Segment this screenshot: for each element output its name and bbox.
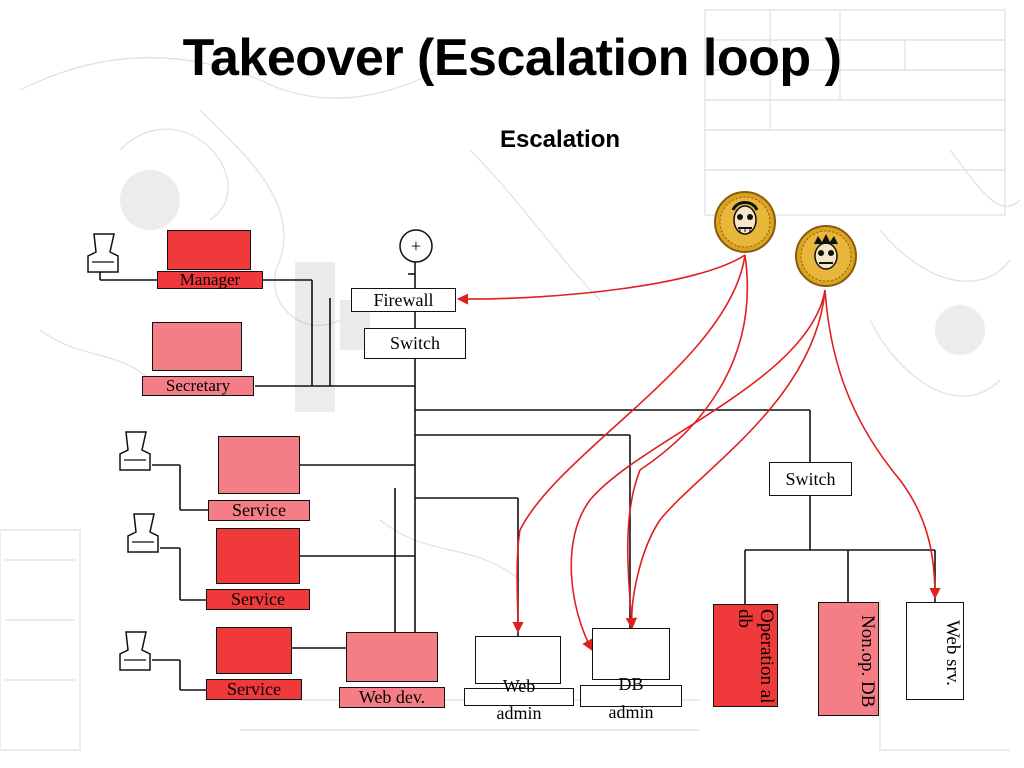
web-admin-keyboard	[464, 688, 574, 706]
secretary-label: Secretary	[142, 376, 254, 396]
manager-label: Manager	[157, 271, 263, 289]
db-admin-computer	[592, 628, 670, 680]
printer-icon	[119, 431, 151, 471]
manager-computer	[167, 230, 251, 270]
slide-title: Takeover (Escalation loop )	[182, 29, 842, 87]
db-admin-keyboard	[580, 685, 682, 707]
arrow-to-firewall	[456, 254, 746, 305]
plus-label: +	[410, 236, 422, 256]
slide-subtitle: Escalation	[499, 126, 621, 153]
web-admin-label-line2: admin	[496, 703, 542, 723]
arrow-to-db-admin-2	[570, 289, 826, 651]
switch-top-node: Switch	[364, 328, 466, 359]
db-admin-label-line1: DB	[618, 674, 644, 694]
printer-icon	[127, 513, 159, 553]
service-2-label: Service	[206, 589, 310, 610]
web-admin-computer	[475, 636, 561, 684]
db-admin-label-line2: admin	[608, 702, 654, 722]
service-1-computer	[218, 436, 300, 494]
service-3-label: Service	[206, 679, 302, 700]
web-dev-label: Web dev.	[339, 687, 445, 708]
web-srv-server: Web srv.	[906, 602, 964, 700]
printer-icon	[87, 233, 119, 273]
hacker-medal-icon	[714, 191, 776, 253]
switch-right-node: Switch	[769, 462, 852, 496]
non-op-db-server: Non.op. DB	[818, 602, 879, 716]
arrow-to-web-srv	[824, 289, 941, 600]
firewall-node: Firewall	[351, 288, 456, 312]
secretary-computer	[152, 322, 242, 371]
hacker-medal-icon	[795, 225, 857, 287]
service-1-label: Service	[208, 500, 310, 521]
operational-db-server: Operation al db	[713, 604, 778, 707]
web-admin-label-line1: Web	[502, 676, 536, 696]
arrow-to-web-admin	[512, 254, 746, 634]
plus-circle-icon	[399, 229, 433, 263]
arrow-to-db-admin	[625, 254, 749, 630]
web-dev-computer	[346, 632, 438, 682]
printer-icon	[119, 631, 151, 671]
service-3-computer	[216, 627, 292, 674]
arrow-to-operational-db	[625, 289, 826, 630]
service-2-computer	[216, 528, 300, 584]
